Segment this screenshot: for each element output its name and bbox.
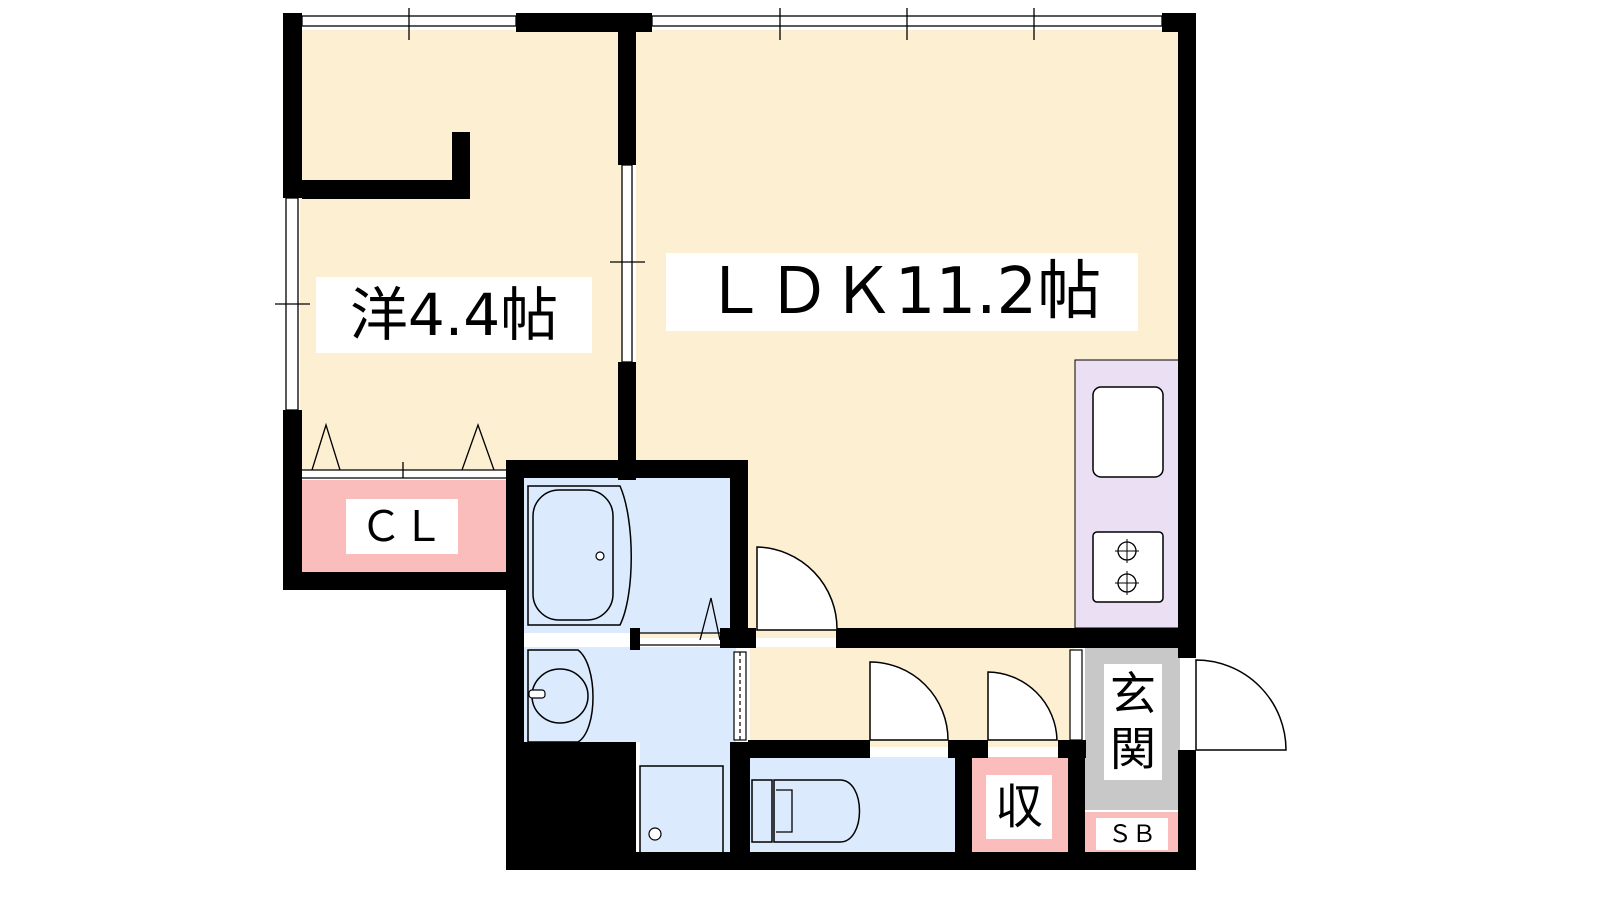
closet-label: ＣＬ	[346, 499, 458, 554]
swing-doors	[756, 546, 1287, 751]
entrance-label: 玄関	[1104, 664, 1162, 780]
stove	[1092, 531, 1164, 603]
bathroom-floor	[524, 478, 736, 633]
bathtub-drain	[595, 551, 605, 561]
shoe-box-label: ＳＢ	[1096, 818, 1168, 850]
burner-bottom	[1115, 571, 1139, 595]
toilet-floor	[750, 757, 960, 860]
washroom-sliding-door	[733, 651, 747, 741]
pipe-space	[524, 742, 636, 860]
kitchen-sink	[1092, 386, 1164, 478]
bathtub	[532, 489, 614, 621]
storage-label: 収	[986, 775, 1052, 839]
windows	[275, 8, 1163, 411]
closet-doors	[302, 422, 506, 479]
basin-tap	[528, 689, 546, 699]
toilet	[751, 779, 861, 843]
ldk-label: ＬＤＫ11.2帖	[666, 253, 1138, 331]
western-room-floor	[300, 30, 630, 470]
washroom-floor	[524, 647, 736, 742]
bath-door	[640, 597, 721, 646]
bathtub-outline	[527, 485, 632, 626]
burner-top	[1115, 539, 1139, 563]
walls	[283, 13, 1196, 870]
washroom-lower-floor	[640, 742, 736, 860]
western-room-label: 洋4.4帖	[316, 277, 592, 353]
entrance-step	[1069, 649, 1083, 741]
wash-basin	[527, 649, 594, 743]
washer-drain	[648, 827, 662, 841]
